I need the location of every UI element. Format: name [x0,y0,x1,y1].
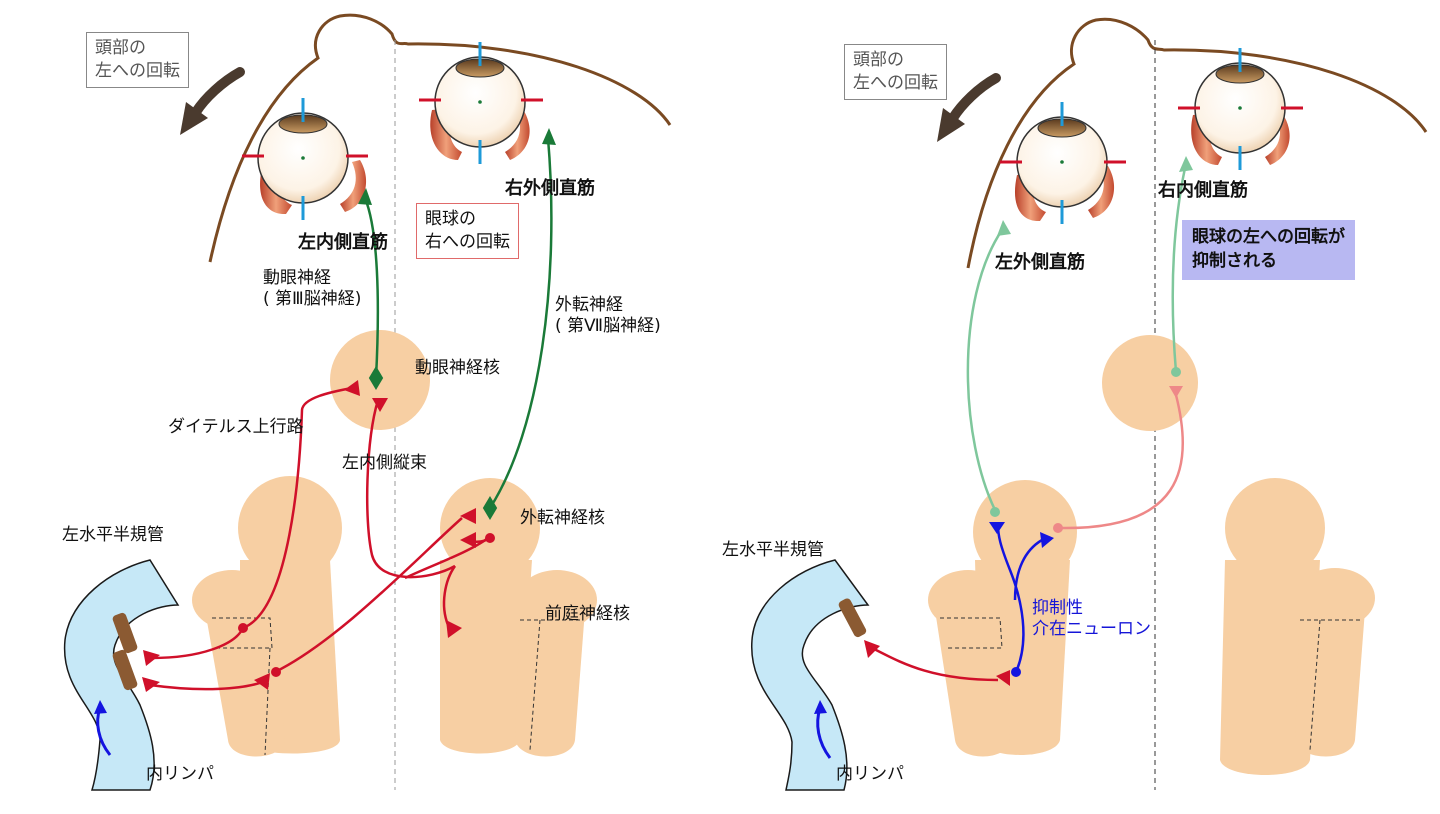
head-rotation-label-2: 頭部の 左への回転 [853,50,938,93]
eye-rotation-label: 眼球の 右への回転 [425,209,510,252]
abducens-circle-left [973,480,1077,584]
right-column [440,560,532,754]
oculomotor-neuron [368,366,384,390]
vestibular-nucleus-label: 前庭神経核 [545,604,630,624]
right-eye [419,42,543,164]
terminal-right-medial-rectus [1179,156,1193,172]
head-rotation-arrowhead-2 [937,108,965,142]
right-panel [751,17,1428,791]
abducens-nucleus-circle [440,478,540,578]
canal-label: 左水平半規管 [62,525,164,545]
faded-paths [966,167,1187,530]
head-outline-2 [966,17,1428,269]
abducens-nucleus-label: 外転神経核 [520,508,605,528]
upper-circle-right [1225,478,1325,578]
right-vestibular-column [515,610,585,757]
tissue-dashes-left [212,617,580,756]
left-panel [63,13,672,791]
head-rotation-arrow [191,67,245,117]
interneuron-label: 抑制性 介在ニューロン [1032,598,1151,640]
eye-rotation-box: 眼球の 右への回転 [416,203,519,259]
faded-vestibular-neuron [1053,523,1063,533]
canal-afferent [871,646,999,682]
left-eye-2 [1000,102,1126,224]
vestibular-terminal [996,670,1010,686]
endolymph-label: 内リンパ [146,764,214,784]
abducens-nerve-label: 外転神経 ( 第Ⅶ脳神経) [555,295,661,337]
endolymph-arrowhead-2 [814,700,827,714]
inhibitory-terminal-2 [1040,532,1054,548]
right-eye-2 [1178,48,1303,170]
terminal-left-medial-rectus [358,188,372,205]
canal-label-2: 左水平半規管 [722,540,824,560]
inhibited-note: 眼球の左への回転が 抑制される [1182,220,1355,280]
abducens-neuron [482,496,498,520]
inhibitory-terminal-1 [989,522,1005,534]
right-lateral-rectus-label: 右外側直筋 [505,178,595,199]
mlf-label: 左内側縦束 [342,453,427,473]
faded-abducens-neuron [990,507,1000,517]
head-rotation-box-2: 頭部の 左への回転 [844,44,947,100]
left-horizontal-canal-2 [751,559,870,791]
oculomotor-nerve-label: 動眼神経 ( 第Ⅲ脳神経) [263,268,362,310]
interneuron-soma [1011,667,1021,677]
vestibular-neurons-left [238,533,495,677]
faded-oculomotor-neuron [1171,367,1181,377]
terminal-right-lateral-rectus [542,128,556,145]
tissue-dashes-right [940,617,1360,751]
left-medial-rectus-label: 左内側直筋 [298,232,388,253]
head-rotation-label: 頭部の 左への回転 [95,38,180,81]
head-rotation-arrow-2 [948,73,1001,123]
left-eye [242,98,368,220]
head-rotation-box: 頭部の 左への回転 [86,32,189,88]
canal-terminal [864,640,880,658]
faded-mlf-terminal [1169,386,1183,398]
head-rotation-arrowhead [180,102,208,135]
brainstem-tissue-right [928,335,1375,775]
oculomotor-nucleus-label: 動眼神経核 [415,358,500,378]
ascending-tract-label: ダイテルス上行路 [168,417,304,437]
terminal-left-lateral-rectus [997,220,1011,236]
excitatory-terminals-left [142,380,476,692]
right-medial-rectus-label: 右内側直筋 [1158,180,1248,201]
endolymph-label-2: 内リンパ [836,764,904,784]
oculomotor-nucleus-circle-2 [1102,335,1198,431]
inhibitory-paths [996,524,1043,673]
left-vestibular-column [205,610,285,757]
endolymph-arrowhead [94,700,107,714]
hair-cells [112,612,138,691]
left-lateral-rectus-label: 左外側直筋 [995,252,1085,273]
hair-cell-2 [838,598,867,638]
oculomotor-nerve-paths [363,137,553,509]
head-outline [208,13,672,263]
